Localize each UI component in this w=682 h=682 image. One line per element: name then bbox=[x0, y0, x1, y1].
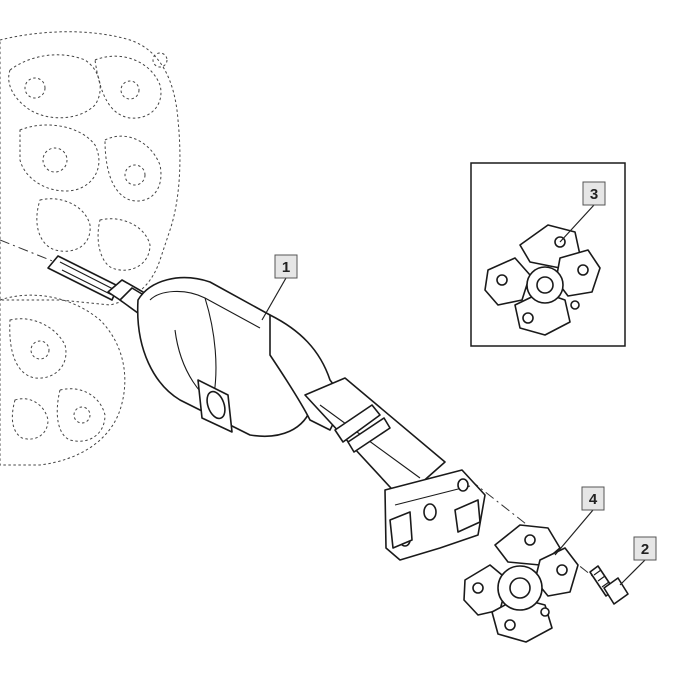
callout-4: 4 bbox=[581, 486, 605, 511]
callout-4-label: 4 bbox=[589, 491, 598, 508]
leader-2 bbox=[619, 559, 646, 586]
callout-1-label: 1 bbox=[282, 259, 290, 276]
assembly-axis bbox=[0, 239, 56, 263]
callout-3-label: 3 bbox=[590, 186, 598, 203]
ghost-housing bbox=[0, 31, 181, 466]
callout-2-label: 2 bbox=[641, 541, 649, 558]
callout-3: 3 bbox=[582, 181, 606, 206]
leader-1 bbox=[261, 277, 287, 321]
coupling-spider bbox=[463, 524, 579, 643]
callout-2: 2 bbox=[633, 536, 657, 561]
bolt bbox=[589, 565, 629, 605]
callout-1: 1 bbox=[274, 254, 298, 279]
leader-4 bbox=[554, 509, 594, 556]
drive-shaft-assembly bbox=[47, 255, 486, 561]
leader-3 bbox=[559, 204, 595, 243]
coupling-spider-inset bbox=[484, 224, 601, 336]
